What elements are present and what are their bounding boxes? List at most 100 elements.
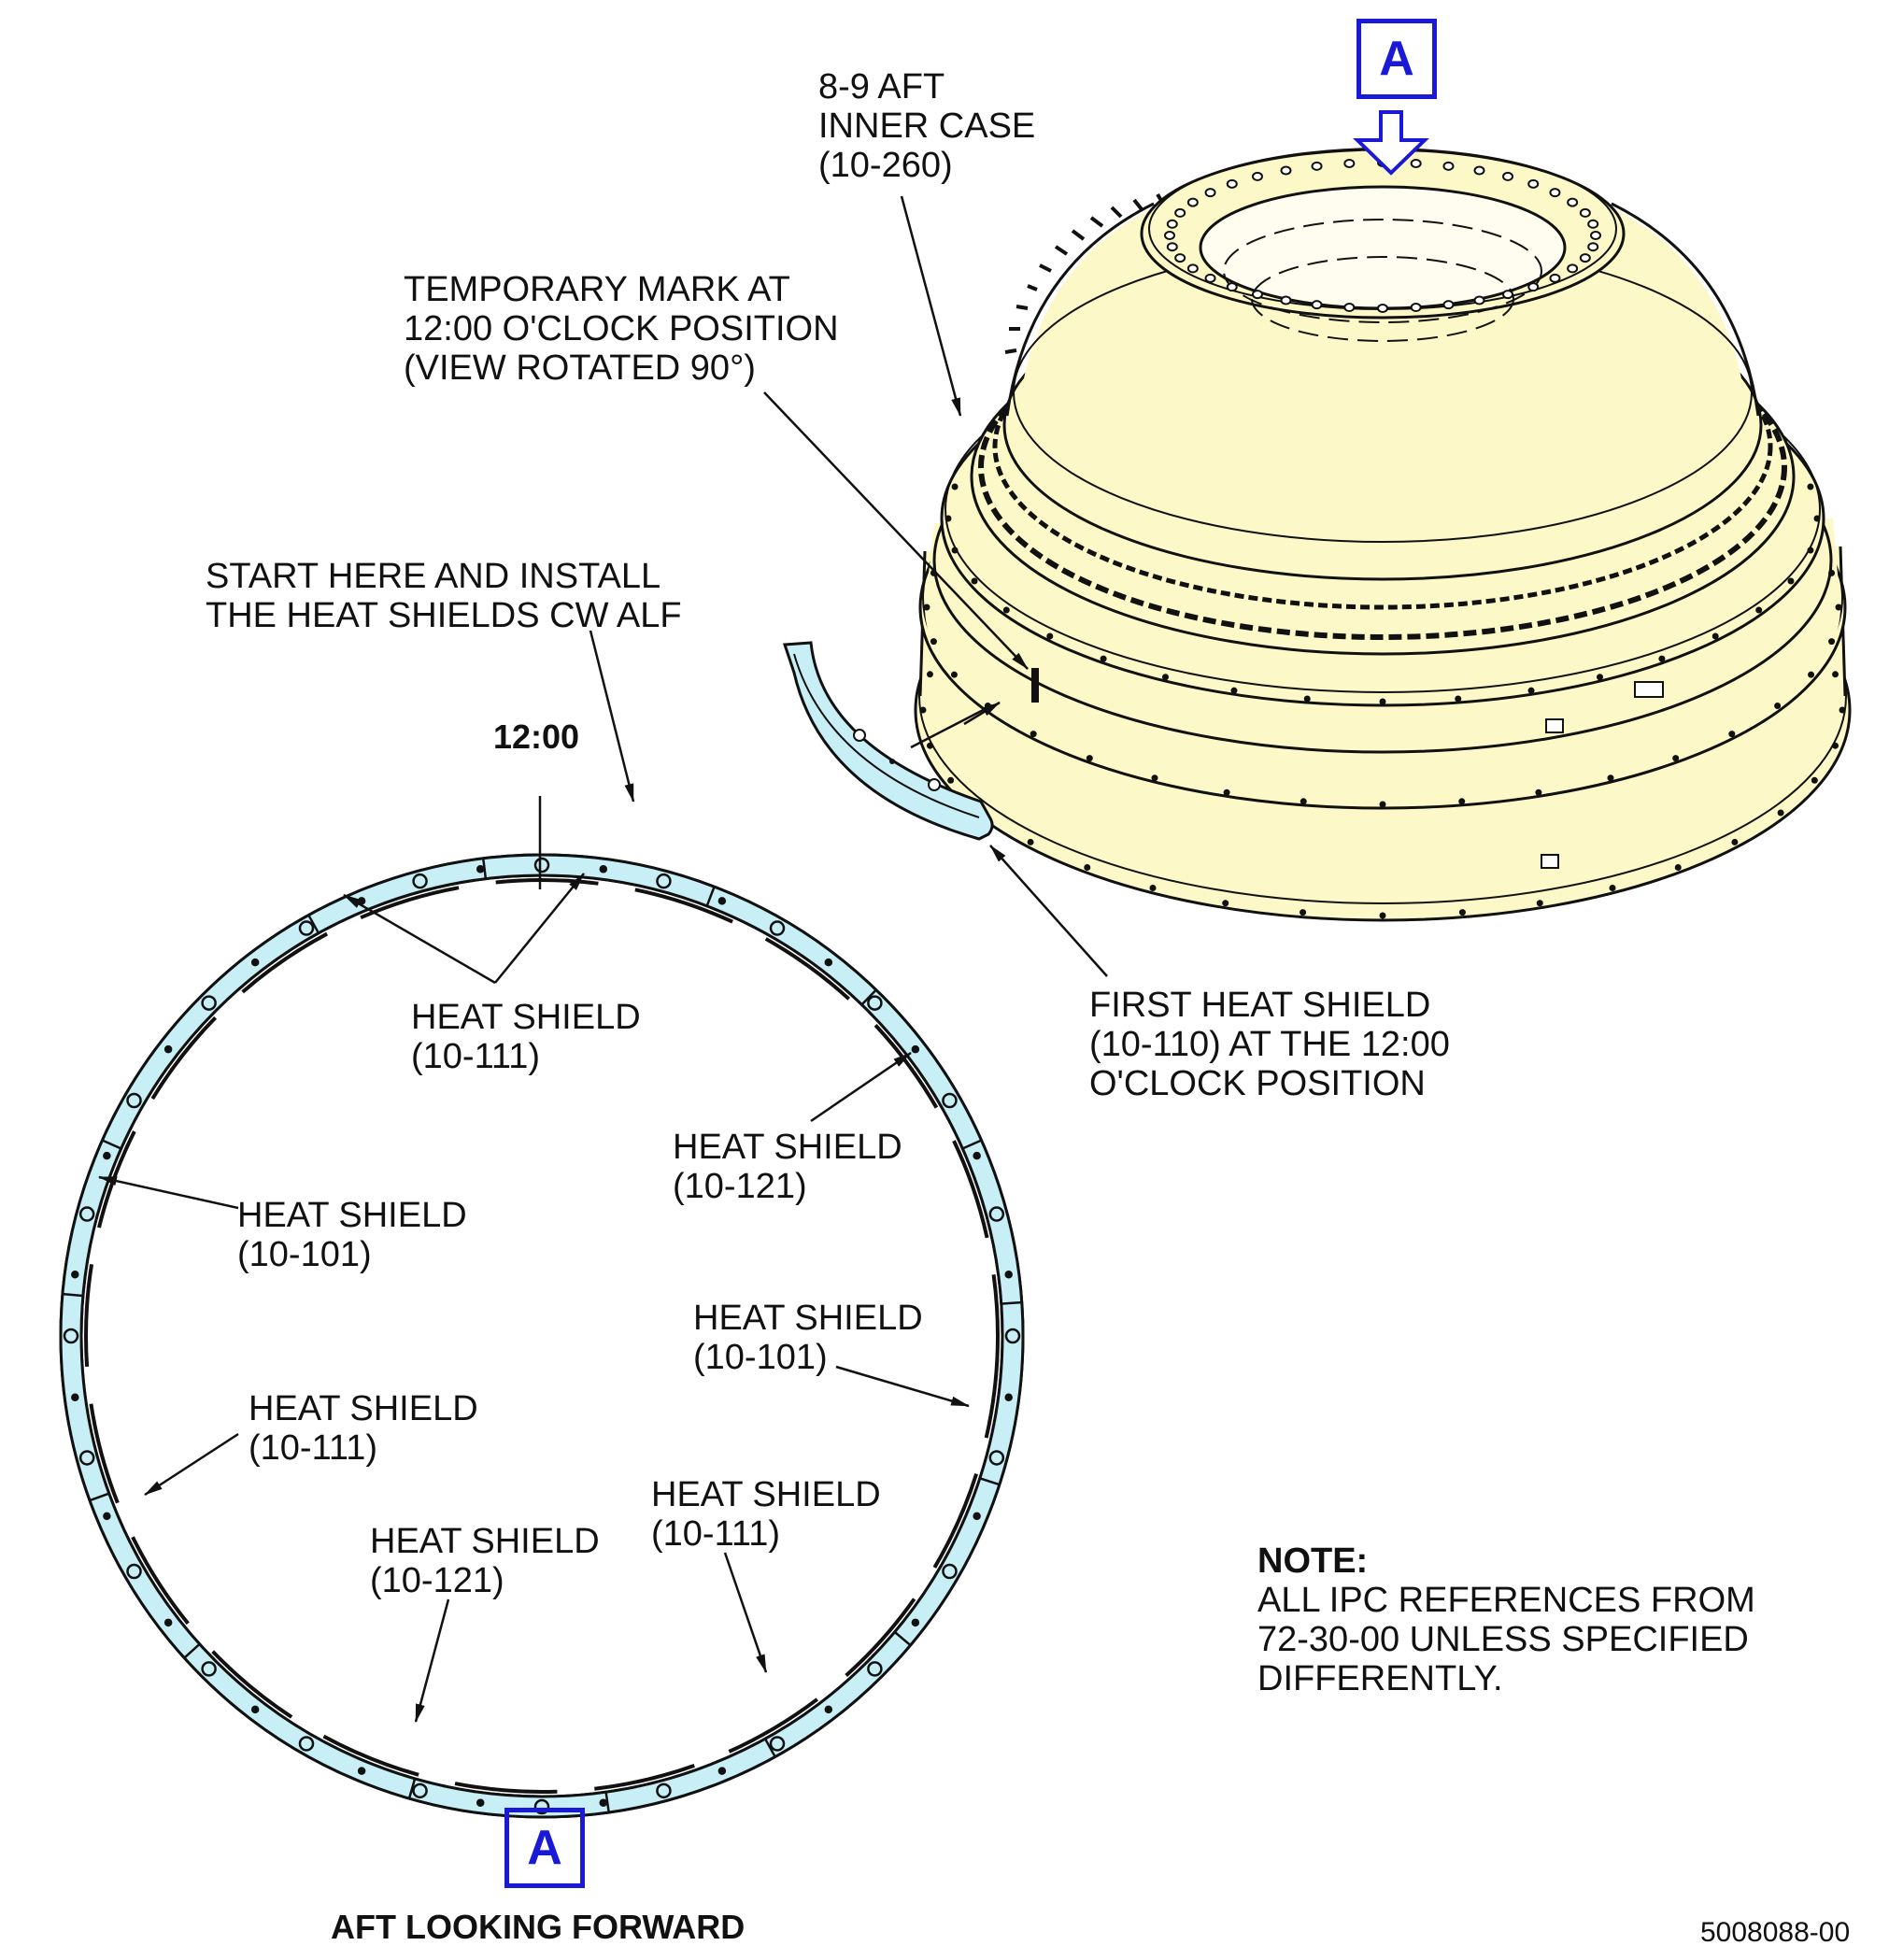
flange-hole (923, 604, 930, 611)
ring-joint (978, 1476, 1001, 1486)
ring-tab (201, 995, 217, 1011)
flange-hole (1808, 671, 1815, 678)
ring-tab (656, 1782, 672, 1799)
flange-hole (1046, 632, 1054, 640)
bore-bolt-hole (1567, 197, 1579, 207)
flange-hole (1222, 900, 1229, 907)
bore-bolt-hole (1343, 303, 1356, 313)
ring-hole (71, 1270, 79, 1279)
ring-joint (763, 1737, 777, 1758)
ring-tab (942, 1563, 958, 1580)
ring-joint (88, 1492, 111, 1502)
flange-hole (1813, 515, 1821, 522)
bore-bolt-hole (1166, 219, 1178, 229)
ring-tab (298, 920, 315, 936)
ring-joint (61, 1292, 84, 1298)
flange-hole (1458, 798, 1466, 805)
bore-bolt-hole (1311, 161, 1323, 171)
ring-joint (1000, 1300, 1023, 1305)
ring-joint (960, 1138, 983, 1151)
ring-tab (656, 873, 672, 889)
start-here-label: START HERE AND INSTALL THE HEAT SHIELDS … (206, 557, 682, 635)
flange-hole (1755, 606, 1763, 614)
view-title: AFT LOOKING FORWARD (331, 1908, 746, 1946)
ring-joint (182, 1642, 202, 1660)
ring-hole (250, 958, 260, 967)
ring-tab (867, 995, 883, 1011)
flange-hole (1674, 864, 1682, 872)
bore-bolt-hole (1166, 242, 1178, 252)
ring-hole (163, 1044, 173, 1054)
heat-shield-label-right-mid: HEAT SHIELD (10-101) (693, 1299, 923, 1377)
flange-hole (1379, 801, 1386, 808)
flange-hole (1828, 638, 1836, 646)
flange-hole (919, 706, 927, 714)
heat-shield-label-bottom: HEAT SHIELD (10-121) (370, 1522, 600, 1600)
flange-hole (1609, 885, 1616, 892)
heat-shield-label-bottom-right: HEAT SHIELD (10-111) (651, 1475, 881, 1554)
ring-tab (63, 1328, 79, 1344)
ring-hole (911, 1044, 920, 1054)
note-block: NOTE: ALL IPC REFERENCES FROM 72-30-00 U… (1257, 1541, 1755, 1698)
ring-hole (163, 1618, 173, 1627)
ring-hole (1004, 1270, 1013, 1279)
flange-hole (1728, 731, 1736, 738)
leader-lines (98, 195, 1108, 1723)
flange-hole (1100, 655, 1107, 662)
flange-hole (1711, 632, 1719, 640)
figure-id: 5008088-00 (1700, 1917, 1851, 1948)
bore-bolt-hole (1587, 219, 1599, 229)
ring-hole (973, 1151, 981, 1160)
flange-hole (1027, 838, 1034, 845)
flange-hole (1455, 695, 1462, 703)
bore-bolt-hole (1251, 171, 1263, 181)
flange-hole (1151, 774, 1158, 782)
flange-hole (1777, 809, 1784, 817)
mark-connector-line (910, 703, 993, 749)
bore-bolt-hole (1280, 165, 1292, 176)
ring-joint (893, 1630, 913, 1647)
heat-shield-label-left-lower: HEAT SHIELD (10-111) (249, 1389, 478, 1468)
ring-hole (103, 1151, 111, 1160)
flange-hole (1084, 864, 1091, 872)
ring-hole (599, 865, 608, 873)
flange-hole (1835, 604, 1842, 611)
ring-hole (911, 1618, 920, 1627)
ring-tab (412, 873, 428, 889)
temporary-mark-label: TEMPORARY MARK AT 12:00 O'CLOCK POSITION… (404, 270, 839, 388)
flange-hole (1828, 569, 1836, 576)
aft-inner-case-drawing (914, 148, 1852, 922)
ring-tab (126, 1563, 142, 1580)
first-heat-shield-label: FIRST HEAT SHIELD (10-110) AT THE 12:00 … (1089, 986, 1450, 1103)
ring-tab (988, 1450, 1005, 1466)
flange-hole (951, 547, 959, 554)
flange-hole (1607, 774, 1614, 782)
ring-tab (769, 1736, 786, 1752)
ring-hole (717, 897, 727, 905)
ring-hole (71, 1393, 79, 1402)
flange-hole (950, 671, 958, 678)
flange-hole (1458, 909, 1466, 916)
ring-hole (476, 865, 485, 873)
view-marker-top: A (1356, 19, 1437, 99)
flange-hole (1672, 755, 1680, 762)
view-a-arrow-icon (1353, 110, 1429, 176)
flange-hole (1787, 577, 1795, 585)
ring-tab (533, 857, 550, 873)
flange-hole (1774, 703, 1782, 709)
bore-bolt-hole (1527, 282, 1540, 292)
ring-tab (78, 1450, 95, 1466)
ring-joint (101, 1138, 123, 1151)
bore-bolt-hole (1473, 295, 1485, 305)
flange-hole (1223, 788, 1230, 796)
ring-tab (1004, 1328, 1021, 1344)
bore-bolt-hole (1311, 300, 1323, 310)
bore-bolt-hole (1174, 207, 1186, 218)
flange-hole (1303, 695, 1311, 703)
flange-hole (1811, 776, 1818, 784)
bore-bolt-hole (1587, 242, 1599, 252)
bore-bolt-hole (1502, 290, 1514, 300)
flange-hole (971, 577, 978, 585)
ring-hole (717, 1767, 727, 1775)
